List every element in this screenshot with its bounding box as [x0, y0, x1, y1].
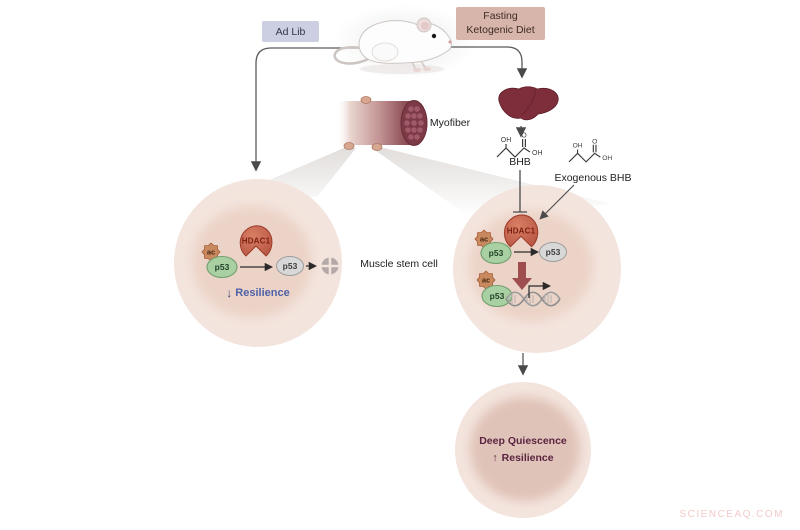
p53-label-green-right: p53: [488, 248, 504, 258]
stem-cell-fasting: [453, 185, 621, 353]
fasting-arrow: [449, 46, 528, 79]
ac-label-right-bottom: ac: [481, 275, 491, 285]
p53-acetylated-left: [206, 255, 238, 279]
p53-label-gray-left: p53: [282, 261, 298, 271]
svg-text:O: O: [521, 133, 527, 140]
fasting-label-box: Fasting Ketogenic Diet: [456, 7, 545, 40]
deep-quiescence-label: Deep Quiescence: [479, 435, 567, 447]
satellite-cell-bump-right: [371, 143, 383, 151]
exogenous-bhb-label: Exogenous BHB: [554, 172, 632, 184]
bhb-structure: OH O OH: [496, 133, 543, 158]
ac-label-left: ac: [206, 247, 216, 257]
ketogenic-diet-label: Ketogenic Diet: [466, 23, 535, 36]
bhb-inhibition-line: [513, 170, 527, 213]
bhb-label: BHB: [509, 156, 531, 168]
satellite-cell-bump-top: [360, 96, 372, 104]
p53-deacetylated-left: [276, 256, 304, 276]
up-arrow-icon: ↑: [492, 452, 498, 464]
dna-helix: [505, 291, 561, 307]
myofiber-label: Myofiber: [429, 117, 471, 129]
hdac1-blob-left: [239, 225, 273, 257]
ad-lib-label: Ad Lib: [275, 25, 306, 38]
exogenous-bhb-line: [539, 184, 575, 220]
svg-text:OH: OH: [602, 155, 612, 162]
proliferation-icon: [320, 256, 340, 276]
svg-text:OH: OH: [532, 150, 543, 157]
down-arrow-icon: ↓: [226, 286, 233, 300]
svg-text:OH: OH: [501, 137, 512, 144]
emphasis-down-arrow: [512, 262, 532, 290]
ac-label-right-top: ac: [479, 234, 489, 244]
hdac1-label-right: HDAC1: [506, 226, 536, 236]
resilience-down-label: ↓ Resilience: [226, 286, 290, 300]
svg-text:O: O: [592, 138, 597, 145]
hdac1-label-left: HDAC1: [241, 236, 271, 246]
exogenous-bhb-structure: OH O OH: [568, 138, 612, 163]
p53-label-gray-right: p53: [545, 247, 561, 257]
liver-icon: [498, 86, 559, 121]
fasting-label: Fasting: [483, 10, 518, 23]
resilience-up-label: ↑ Resilience: [492, 452, 554, 464]
stem-cell-adlib: [174, 179, 342, 347]
svg-text:OH: OH: [573, 143, 583, 150]
satellite-cell-bump-left: [343, 142, 355, 150]
ad-lib-label-box: Ad Lib: [262, 21, 319, 42]
watermark: SCIENCEAQ.COM: [679, 509, 784, 520]
p53-acetylated-right: [480, 241, 512, 265]
p53-label-dna: p53: [489, 291, 505, 301]
ad-lib-arrow: [250, 47, 362, 172]
muscle-stem-cell-label: Muscle stem cell: [360, 258, 438, 270]
hdac1-blob-right: [503, 214, 539, 248]
p53-deacetylated-right: [539, 242, 567, 262]
p53-label-green-left: p53: [214, 262, 230, 272]
transcription-arrow: [528, 281, 552, 298]
deep-quiescence-cell: [455, 382, 591, 518]
mouse-icon: [333, 17, 452, 74]
myofiber-illustration: [336, 96, 428, 151]
